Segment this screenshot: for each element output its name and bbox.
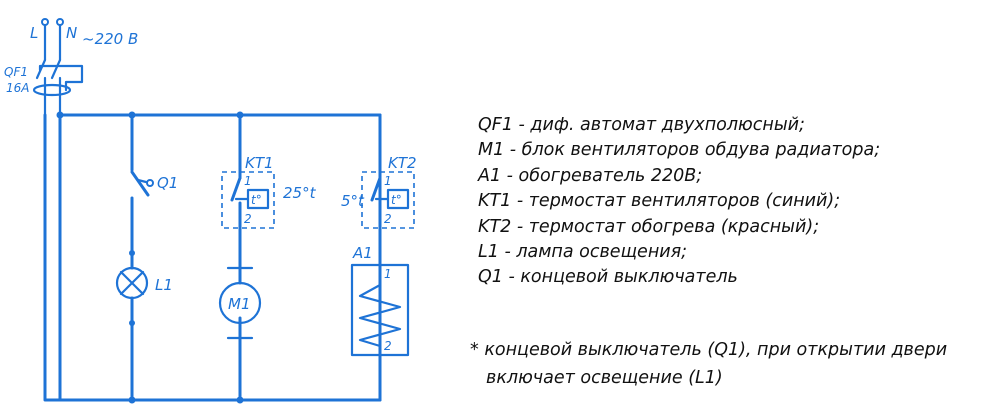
footnote-line-2: включает освещение (L1) bbox=[486, 368, 723, 388]
label-phase-l: L bbox=[30, 24, 38, 42]
label-thermostat-kt1: KT1 bbox=[245, 154, 274, 172]
breaker-qf1 bbox=[32, 58, 84, 117]
branch-fan bbox=[230, 113, 242, 402]
terminal-l bbox=[41, 18, 49, 26]
terminal-n bbox=[56, 18, 64, 26]
label-breaker-rating: 16A bbox=[6, 81, 29, 95]
branch-lamp bbox=[130, 113, 150, 402]
label-switch-q1: Q1 bbox=[157, 174, 178, 192]
switch-q1-contact bbox=[146, 179, 154, 187]
label-lamp-l1: L1 bbox=[155, 276, 173, 294]
label-kt2-pin2: 2 bbox=[384, 212, 392, 226]
node-lamp-top bbox=[129, 250, 135, 256]
label-kt2-symbol: t° bbox=[391, 193, 402, 207]
label-motor-m1: M1 bbox=[228, 295, 251, 313]
footnote: * концевой выключатель (Q1), при открыти… bbox=[470, 336, 995, 392]
bus-phase bbox=[43, 113, 382, 402]
motor-m1-symbol bbox=[218, 281, 262, 325]
label-kt2-pin1: 1 bbox=[384, 174, 392, 188]
label-kt1-symbol: t° bbox=[251, 193, 262, 207]
circuit-diagram: L N ~220 В QF1 16A Q1 L1 bbox=[4, 18, 417, 404]
legend-item-qf1: QF1 - диф. автомат двухполюсный; bbox=[478, 115, 805, 135]
label-a1-pin2: 2 bbox=[384, 339, 392, 353]
heater-a1-element bbox=[358, 272, 402, 357]
footnote-line-1: * концевой выключатель (Q1), при открыти… bbox=[470, 340, 948, 360]
node-top-left bbox=[56, 111, 64, 119]
legend-item-kt2: KT2 - термостат обогрева (красный); bbox=[478, 216, 820, 237]
legend-item-l1: L1 - лампа освещения; bbox=[478, 242, 688, 263]
legend-item-m1: M1 - блок вентиляторов обдува радиатора; bbox=[478, 140, 881, 161]
legend-item-kt1: KT1 - термостат вентиляторов (синий); bbox=[478, 191, 841, 212]
legend: QF1 - диф. автомат двухполюсный; M1 - бл… bbox=[478, 113, 988, 291]
node-lamp-bottom bbox=[129, 320, 135, 326]
label-kt1-pin1: 1 bbox=[244, 174, 252, 188]
label-kt1-setpoint: 25°t bbox=[283, 184, 317, 202]
label-supply-voltage: ~220 В bbox=[82, 30, 138, 48]
label-neutral-n: N bbox=[66, 24, 77, 42]
legend-item-a1: A1 - обогреватель 220В; bbox=[478, 165, 703, 186]
label-kt2-setpoint: 5°t bbox=[341, 192, 365, 210]
legend-item-q1: Q1 - концевой выключатель bbox=[478, 267, 738, 288]
label-breaker-id: QF1 bbox=[4, 65, 28, 79]
lamp-l1-symbol bbox=[115, 266, 149, 300]
label-thermostat-kt2: KT2 bbox=[388, 154, 417, 172]
label-kt1-pin2: 2 bbox=[244, 212, 252, 226]
label-a1-pin1: 1 bbox=[384, 267, 392, 281]
branch-heater bbox=[370, 113, 382, 402]
label-heater-a1: A1 bbox=[352, 244, 373, 262]
